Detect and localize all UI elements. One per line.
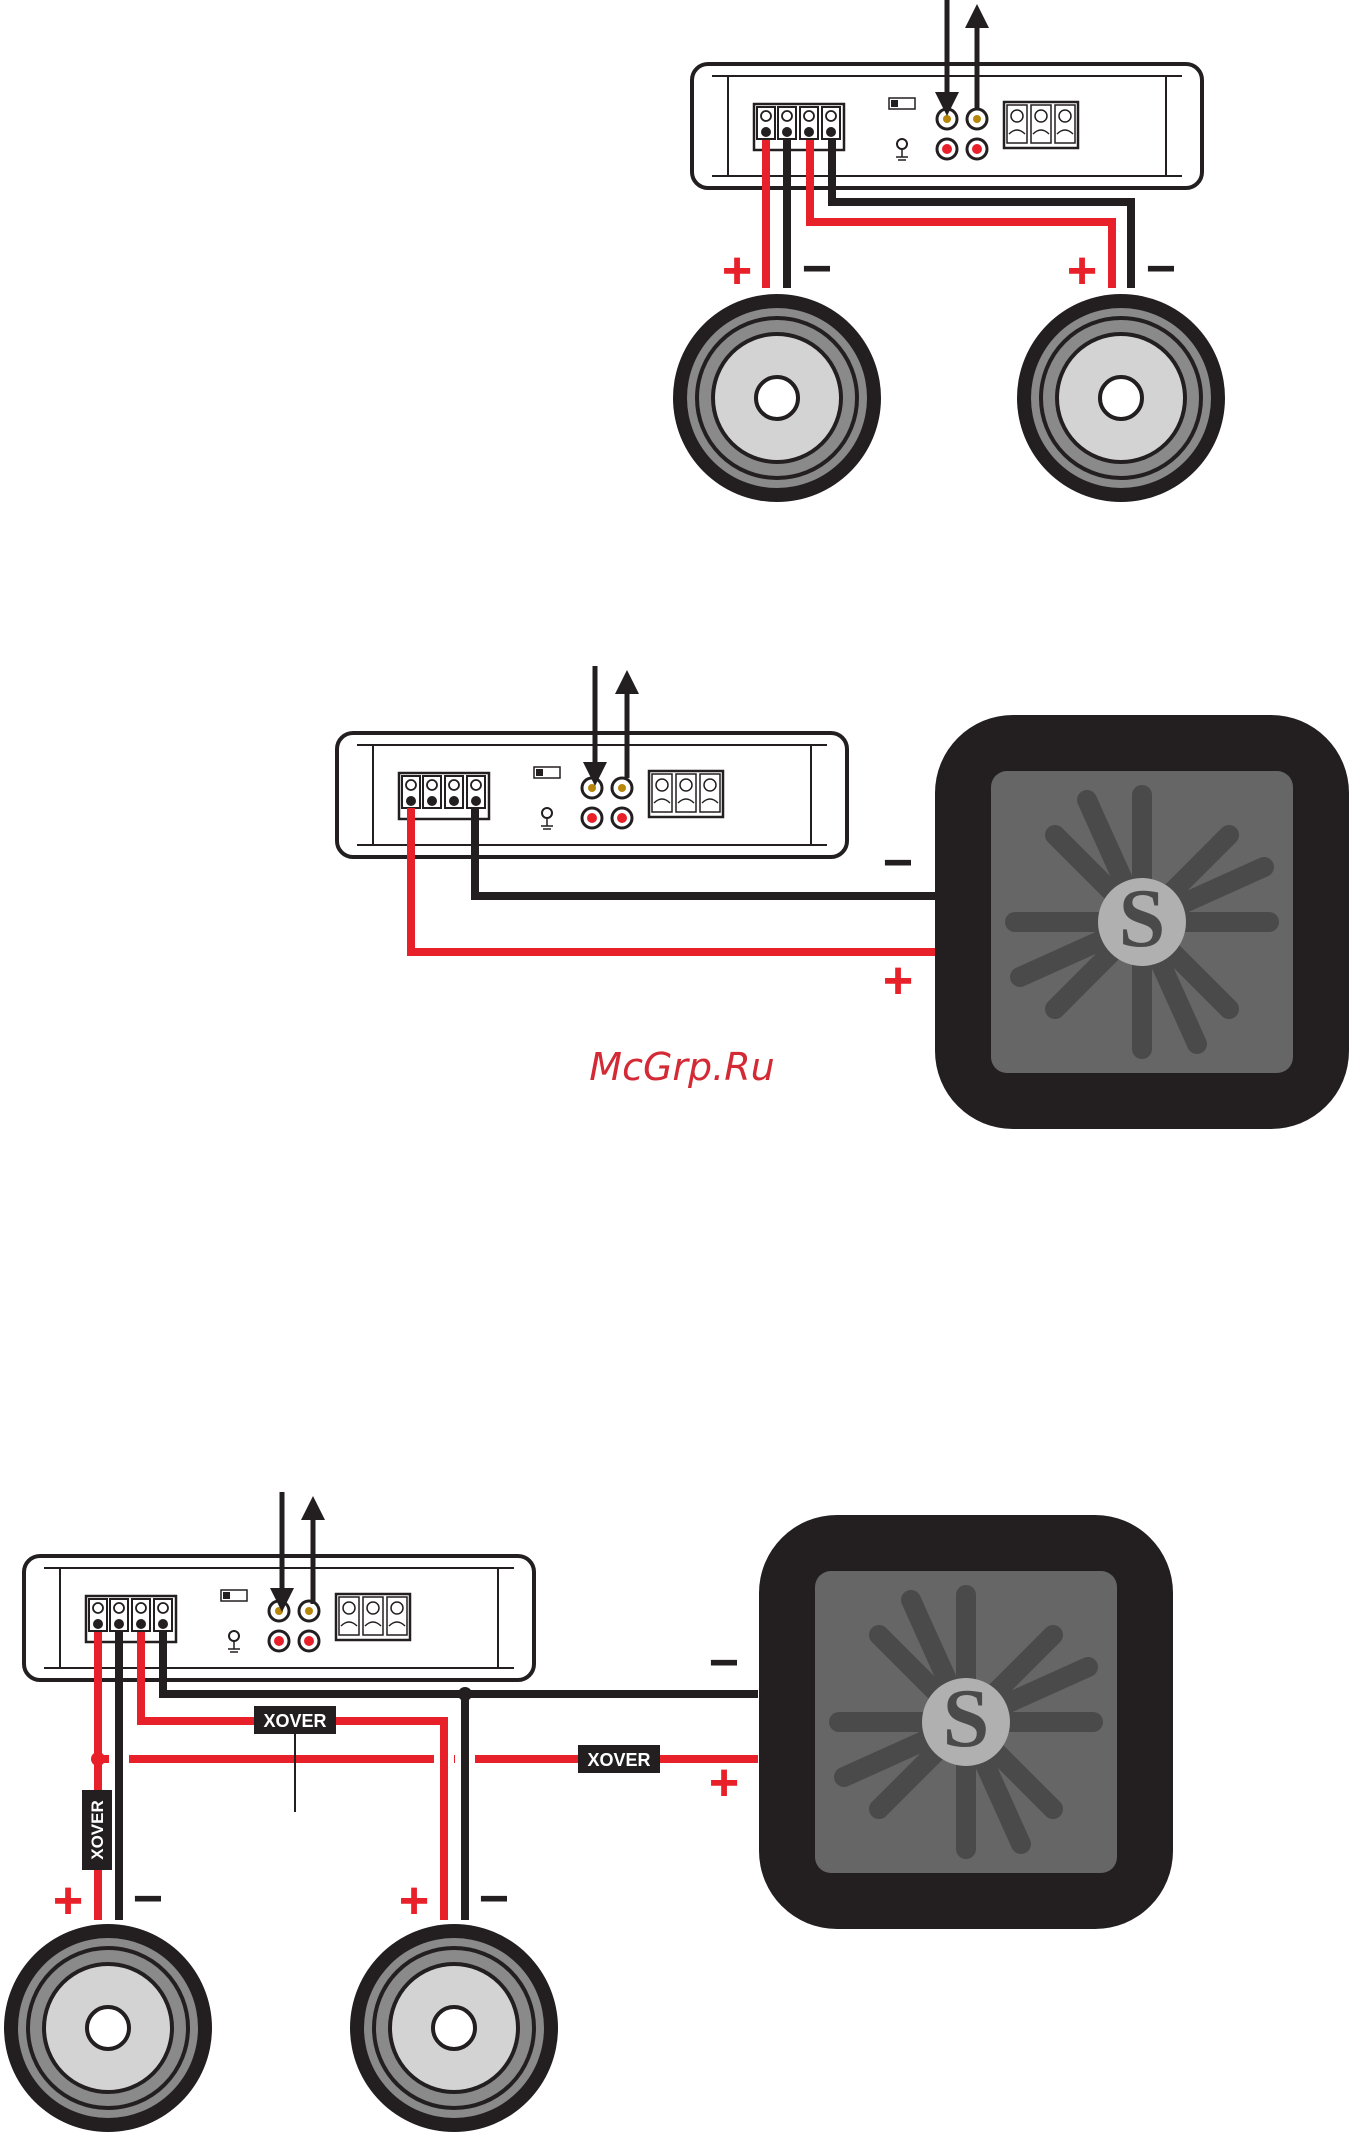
diagram-2: S − + McGrp.Ru bbox=[337, 666, 1349, 1129]
plus-sign: + bbox=[1067, 242, 1097, 300]
speaker-right bbox=[350, 1924, 558, 2132]
diagram-1: + − + − bbox=[673, 0, 1225, 502]
plus-sign: + bbox=[722, 242, 752, 300]
subwoofer-logo: S bbox=[1119, 872, 1166, 965]
xover-label: XOVER bbox=[587, 1750, 650, 1770]
speaker-left bbox=[4, 1924, 212, 2132]
minus-sign: − bbox=[133, 1870, 163, 1928]
arrow-down-icon bbox=[583, 666, 607, 786]
plus-sign: + bbox=[53, 1872, 83, 1930]
plus-sign: + bbox=[709, 1754, 739, 1812]
arrow-down-icon bbox=[935, 0, 959, 116]
plus-sign: + bbox=[883, 952, 913, 1010]
diagram-3: XOVER XOVER XOVER S + − + − − + bbox=[4, 1492, 1173, 2132]
speaker-left bbox=[673, 294, 881, 502]
xover-vertical: XOVER bbox=[82, 1790, 112, 1870]
minus-sign: − bbox=[802, 240, 832, 298]
junction-dot bbox=[91, 1752, 105, 1766]
minus-sign: − bbox=[1146, 240, 1176, 298]
plus-sign: + bbox=[399, 1872, 429, 1930]
minus-sign: − bbox=[709, 1634, 739, 1692]
xover-sub: XOVER bbox=[578, 1745, 660, 1773]
watermark: McGrp.Ru bbox=[589, 1045, 774, 1089]
speaker-right bbox=[1017, 294, 1225, 502]
minus-sign: − bbox=[883, 834, 913, 892]
xover-label: XOVER bbox=[88, 1800, 107, 1860]
arrow-down-icon bbox=[270, 1492, 294, 1612]
subwoofer-logo: S bbox=[943, 1672, 990, 1765]
xover-label: XOVER bbox=[263, 1711, 326, 1731]
minus-sign: − bbox=[479, 1870, 509, 1928]
junction-dot bbox=[458, 1687, 472, 1701]
